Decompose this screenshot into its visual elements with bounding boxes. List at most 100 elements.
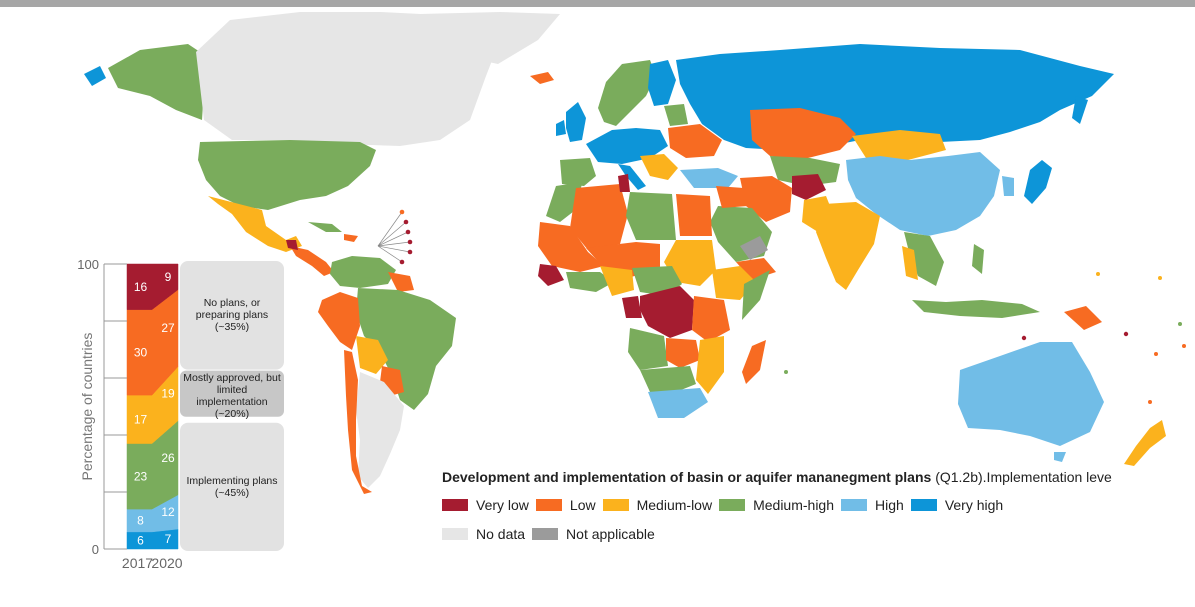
legend-item-medium-low: Medium-low: [602, 497, 713, 513]
panel-bottom-text: Implementing plans (~45%): [186, 475, 278, 499]
region-brazil: [356, 288, 456, 410]
region-alaska-west: [84, 66, 106, 86]
legend-label: Not applicable: [566, 526, 655, 542]
region-iberia: [560, 158, 596, 186]
data-label-2017-5: 16: [134, 280, 148, 294]
legend-swatch: [535, 499, 562, 511]
region-iraq-syria: [716, 186, 748, 208]
data-label-2017-3: 17: [134, 412, 148, 426]
data-label-2020-0: 7: [165, 532, 172, 546]
region-central-america: [290, 246, 334, 276]
legend-row-other: No data Not applicable: [442, 526, 662, 542]
region-turkey: [680, 168, 738, 188]
region-norway-sweden: [598, 60, 656, 126]
legend-item-no-data: No data: [442, 526, 525, 542]
legend-title-rest: (Q1.2b).Implementation leve: [935, 469, 1112, 485]
region-korea: [1002, 176, 1014, 196]
region-somalia: [742, 270, 770, 320]
x-label-2020: 2020: [151, 555, 182, 571]
region-iceland: [530, 72, 554, 84]
data-label-2017-4: 30: [134, 345, 148, 359]
caribbean-callouts: [377, 211, 411, 263]
region-gabon: [622, 296, 642, 318]
region-sierra-leone: [538, 264, 564, 286]
y-tick-label-100: 100: [77, 257, 99, 272]
legend-item-low: Low: [535, 497, 596, 513]
legend-label: Medium-low: [636, 497, 713, 513]
legend-label: Low: [569, 497, 596, 513]
legend-swatch: [841, 499, 868, 511]
region-indochina: [904, 232, 944, 286]
region-madagascar: [742, 340, 766, 384]
region-zambia: [666, 338, 700, 368]
region-balkans: [640, 154, 678, 180]
legend-label: Very high: [944, 497, 1004, 513]
region-europe-west: [586, 128, 668, 164]
legend-item-very-high: Very high: [910, 497, 1004, 513]
legend-row-categories: Very low Low Medium-low Medium-high High Very…: [442, 497, 1010, 513]
legend-label: High: [875, 497, 904, 513]
region-mongolia: [852, 130, 946, 160]
region-mexico: [208, 196, 302, 252]
legend-swatch: [532, 528, 559, 540]
region-central-asia-south: [770, 156, 840, 186]
region-papua: [1064, 306, 1102, 330]
data-label-2020-4: 27: [161, 321, 175, 335]
data-label-2017-2: 23: [134, 469, 148, 483]
panel-no-plans: [180, 261, 284, 370]
region-new-zealand: [1124, 420, 1166, 466]
region-alaska: [108, 44, 206, 120]
data-label-2020-2: 26: [161, 451, 175, 465]
region-gulf-guinea: [566, 272, 614, 292]
region-morocco-west: [546, 182, 582, 222]
region-not-applicable: [740, 236, 768, 260]
region-guianas: [388, 272, 414, 292]
region-finland: [648, 60, 676, 106]
region-central-africa: [632, 266, 682, 296]
legend-label: No data: [476, 526, 526, 542]
region-indonesia: [912, 300, 1040, 318]
region-bolivia: [356, 336, 388, 374]
world-map: [84, 12, 1186, 494]
data-label-2017-0: 6: [137, 533, 144, 547]
region-namibia-botswana: [640, 366, 696, 392]
legend-swatch: [719, 499, 746, 511]
region-colombia-venezuela: [330, 256, 396, 288]
region-west-africa: [538, 222, 604, 272]
region-hispaniola: [344, 234, 358, 242]
legend-title: Development and implementation of basin …: [442, 469, 1195, 485]
region-sudan: [664, 240, 716, 286]
region-cuba: [308, 222, 342, 232]
region-tunisia: [618, 174, 630, 192]
region-japan: [1024, 160, 1052, 204]
region-italy: [618, 164, 646, 190]
data-label-2020-1: 12: [161, 505, 175, 519]
region-libya: [626, 192, 676, 240]
top-bar: [0, 0, 1195, 7]
legend-label: Very low: [476, 497, 529, 513]
region-kazakhstan: [750, 108, 856, 160]
y-tick-label-0: 0: [92, 542, 99, 557]
region-guatemala: [286, 240, 298, 250]
legend-swatch: [442, 528, 468, 540]
region-east-africa: [692, 296, 730, 342]
region-baltics: [664, 104, 688, 126]
region-mozambique: [696, 336, 724, 394]
region-nigeria: [600, 266, 634, 296]
island-dots: [784, 272, 1186, 404]
region-china: [846, 152, 1000, 236]
region-peru: [318, 292, 360, 350]
region-chile: [344, 350, 372, 494]
region-australia: [958, 342, 1104, 446]
legend-item-medium-high: Medium-high: [719, 497, 834, 513]
data-label-2017-1: 8: [137, 514, 144, 528]
region-afghanistan: [792, 174, 826, 200]
legend-swatch: [442, 499, 468, 511]
legend-item-very-low: Very low: [442, 497, 529, 513]
region-canada: [196, 12, 500, 146]
region-drc: [640, 286, 694, 338]
data-label-2020-3: 19: [161, 387, 175, 401]
region-egypt: [676, 194, 712, 236]
y-axis-label: Percentage of countries: [79, 333, 95, 481]
